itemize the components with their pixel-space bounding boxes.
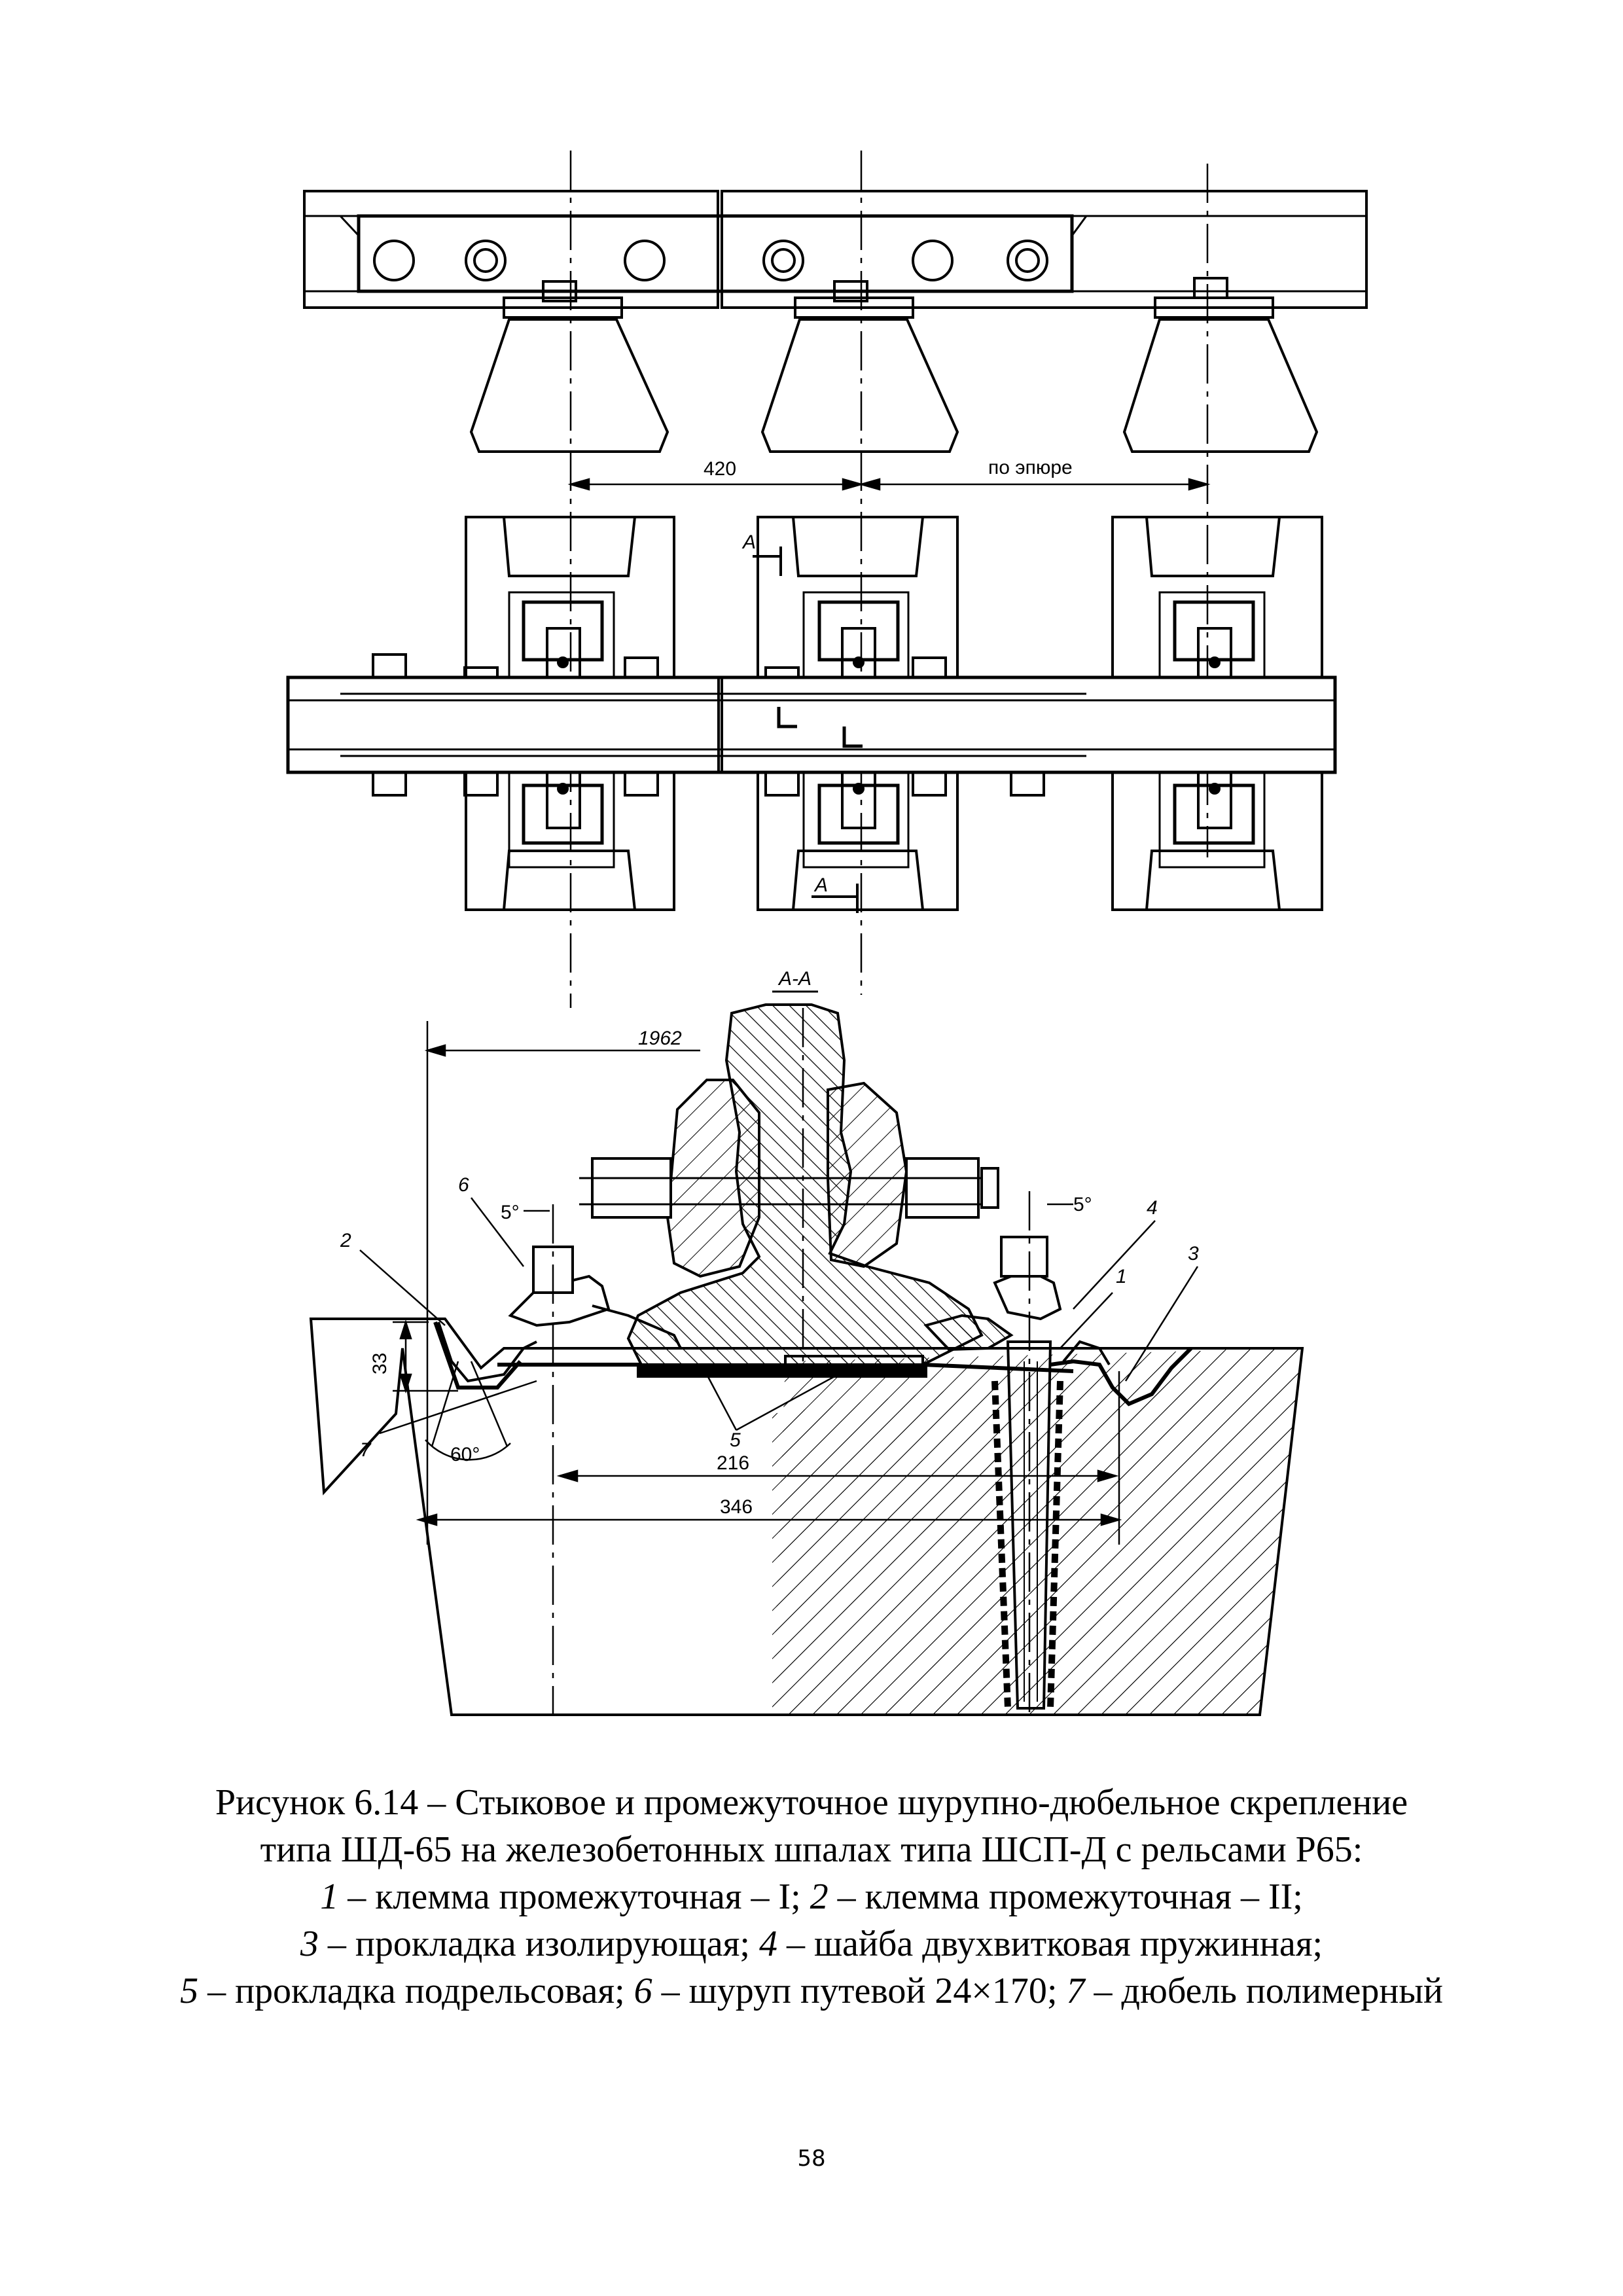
part-5-label: 5 xyxy=(730,1429,741,1451)
caption-line-2: типа ШД-65 на железобетонных шпалах типа… xyxy=(260,1829,1363,1870)
dim-60-deg: 60° xyxy=(450,1444,480,1465)
part-3-label: 3 xyxy=(1188,1243,1199,1265)
section-dimensions xyxy=(393,1021,1122,1545)
part-7-label: 7 xyxy=(360,1439,372,1461)
cut-marker-top: А xyxy=(741,531,756,553)
technical-drawing: 420 по эпюре xyxy=(286,151,1368,1716)
legend-num-7: 7 xyxy=(1066,1971,1085,2011)
section-view xyxy=(309,1003,1304,1716)
legend-num-3: 3 xyxy=(300,1924,319,1964)
legend-text-3: прокладка изолирующая xyxy=(355,1924,740,1964)
dim-tilt-right: 5° xyxy=(1073,1194,1092,1215)
legend-text-1: клемма промежуточная – I xyxy=(375,1876,791,1917)
legend-line-2: 3 – прокладка изолирующая; 4 – шайба дву… xyxy=(300,1924,1323,1964)
legend-num-5: 5 xyxy=(180,1971,199,2011)
bolt-heads xyxy=(557,656,1221,795)
figure-caption: Рисунок 6.14 – Стыковое и промежуточное … xyxy=(157,1779,1466,2015)
part-4-label: 4 xyxy=(1147,1197,1158,1219)
part-6-label: 6 xyxy=(458,1174,469,1196)
elevation-view xyxy=(303,190,1368,453)
part-2-label: 2 xyxy=(340,1230,351,1251)
dim-346: 346 xyxy=(720,1496,753,1518)
dim-by-layout: по эпюре xyxy=(988,457,1073,478)
dim-216: 216 xyxy=(717,1452,749,1474)
section-label: А-А xyxy=(777,968,812,990)
part-leaders xyxy=(359,1197,1199,1435)
dim-1962: 1962 xyxy=(638,1028,682,1049)
plan-view xyxy=(286,516,1337,911)
legend-num-2: 2 xyxy=(810,1876,829,1917)
section-cut-markers xyxy=(753,547,859,913)
cut-marker-bottom: А xyxy=(813,874,828,896)
legend-num-4: 4 xyxy=(758,1924,777,1964)
legend-text-6: шуруп путевой 24×170 xyxy=(688,1971,1047,2011)
legend-num-1: 1 xyxy=(320,1876,339,1917)
legend-text-4: шайба двухвитковая пружинная xyxy=(813,1924,1313,1964)
legend-text-5: прокладка подрельсовая xyxy=(235,1971,615,2011)
legend-line-1: 1 – клемма промежуточная – I; 2 – клемма… xyxy=(320,1876,1303,1917)
legend-text-7: дюбель полимерный xyxy=(1121,1971,1443,2011)
spacing-dimension xyxy=(567,478,1211,491)
legend-line-3: 5 – прокладка подрельсовая; 6 – шуруп пу… xyxy=(180,1971,1443,2011)
dim-33: 33 xyxy=(369,1353,391,1374)
legend-num-6: 6 xyxy=(633,1971,652,2011)
dim-tilt-left: 5° xyxy=(501,1202,520,1223)
dim-420: 420 xyxy=(704,458,736,480)
page-number: 58 xyxy=(797,2145,826,2172)
caption-line-1: Рисунок 6.14 – Стыковое и промежуточное … xyxy=(215,1782,1408,1823)
legend-text-2: клемма промежуточная – II xyxy=(865,1876,1293,1917)
part-1-label: 1 xyxy=(1116,1266,1127,1287)
